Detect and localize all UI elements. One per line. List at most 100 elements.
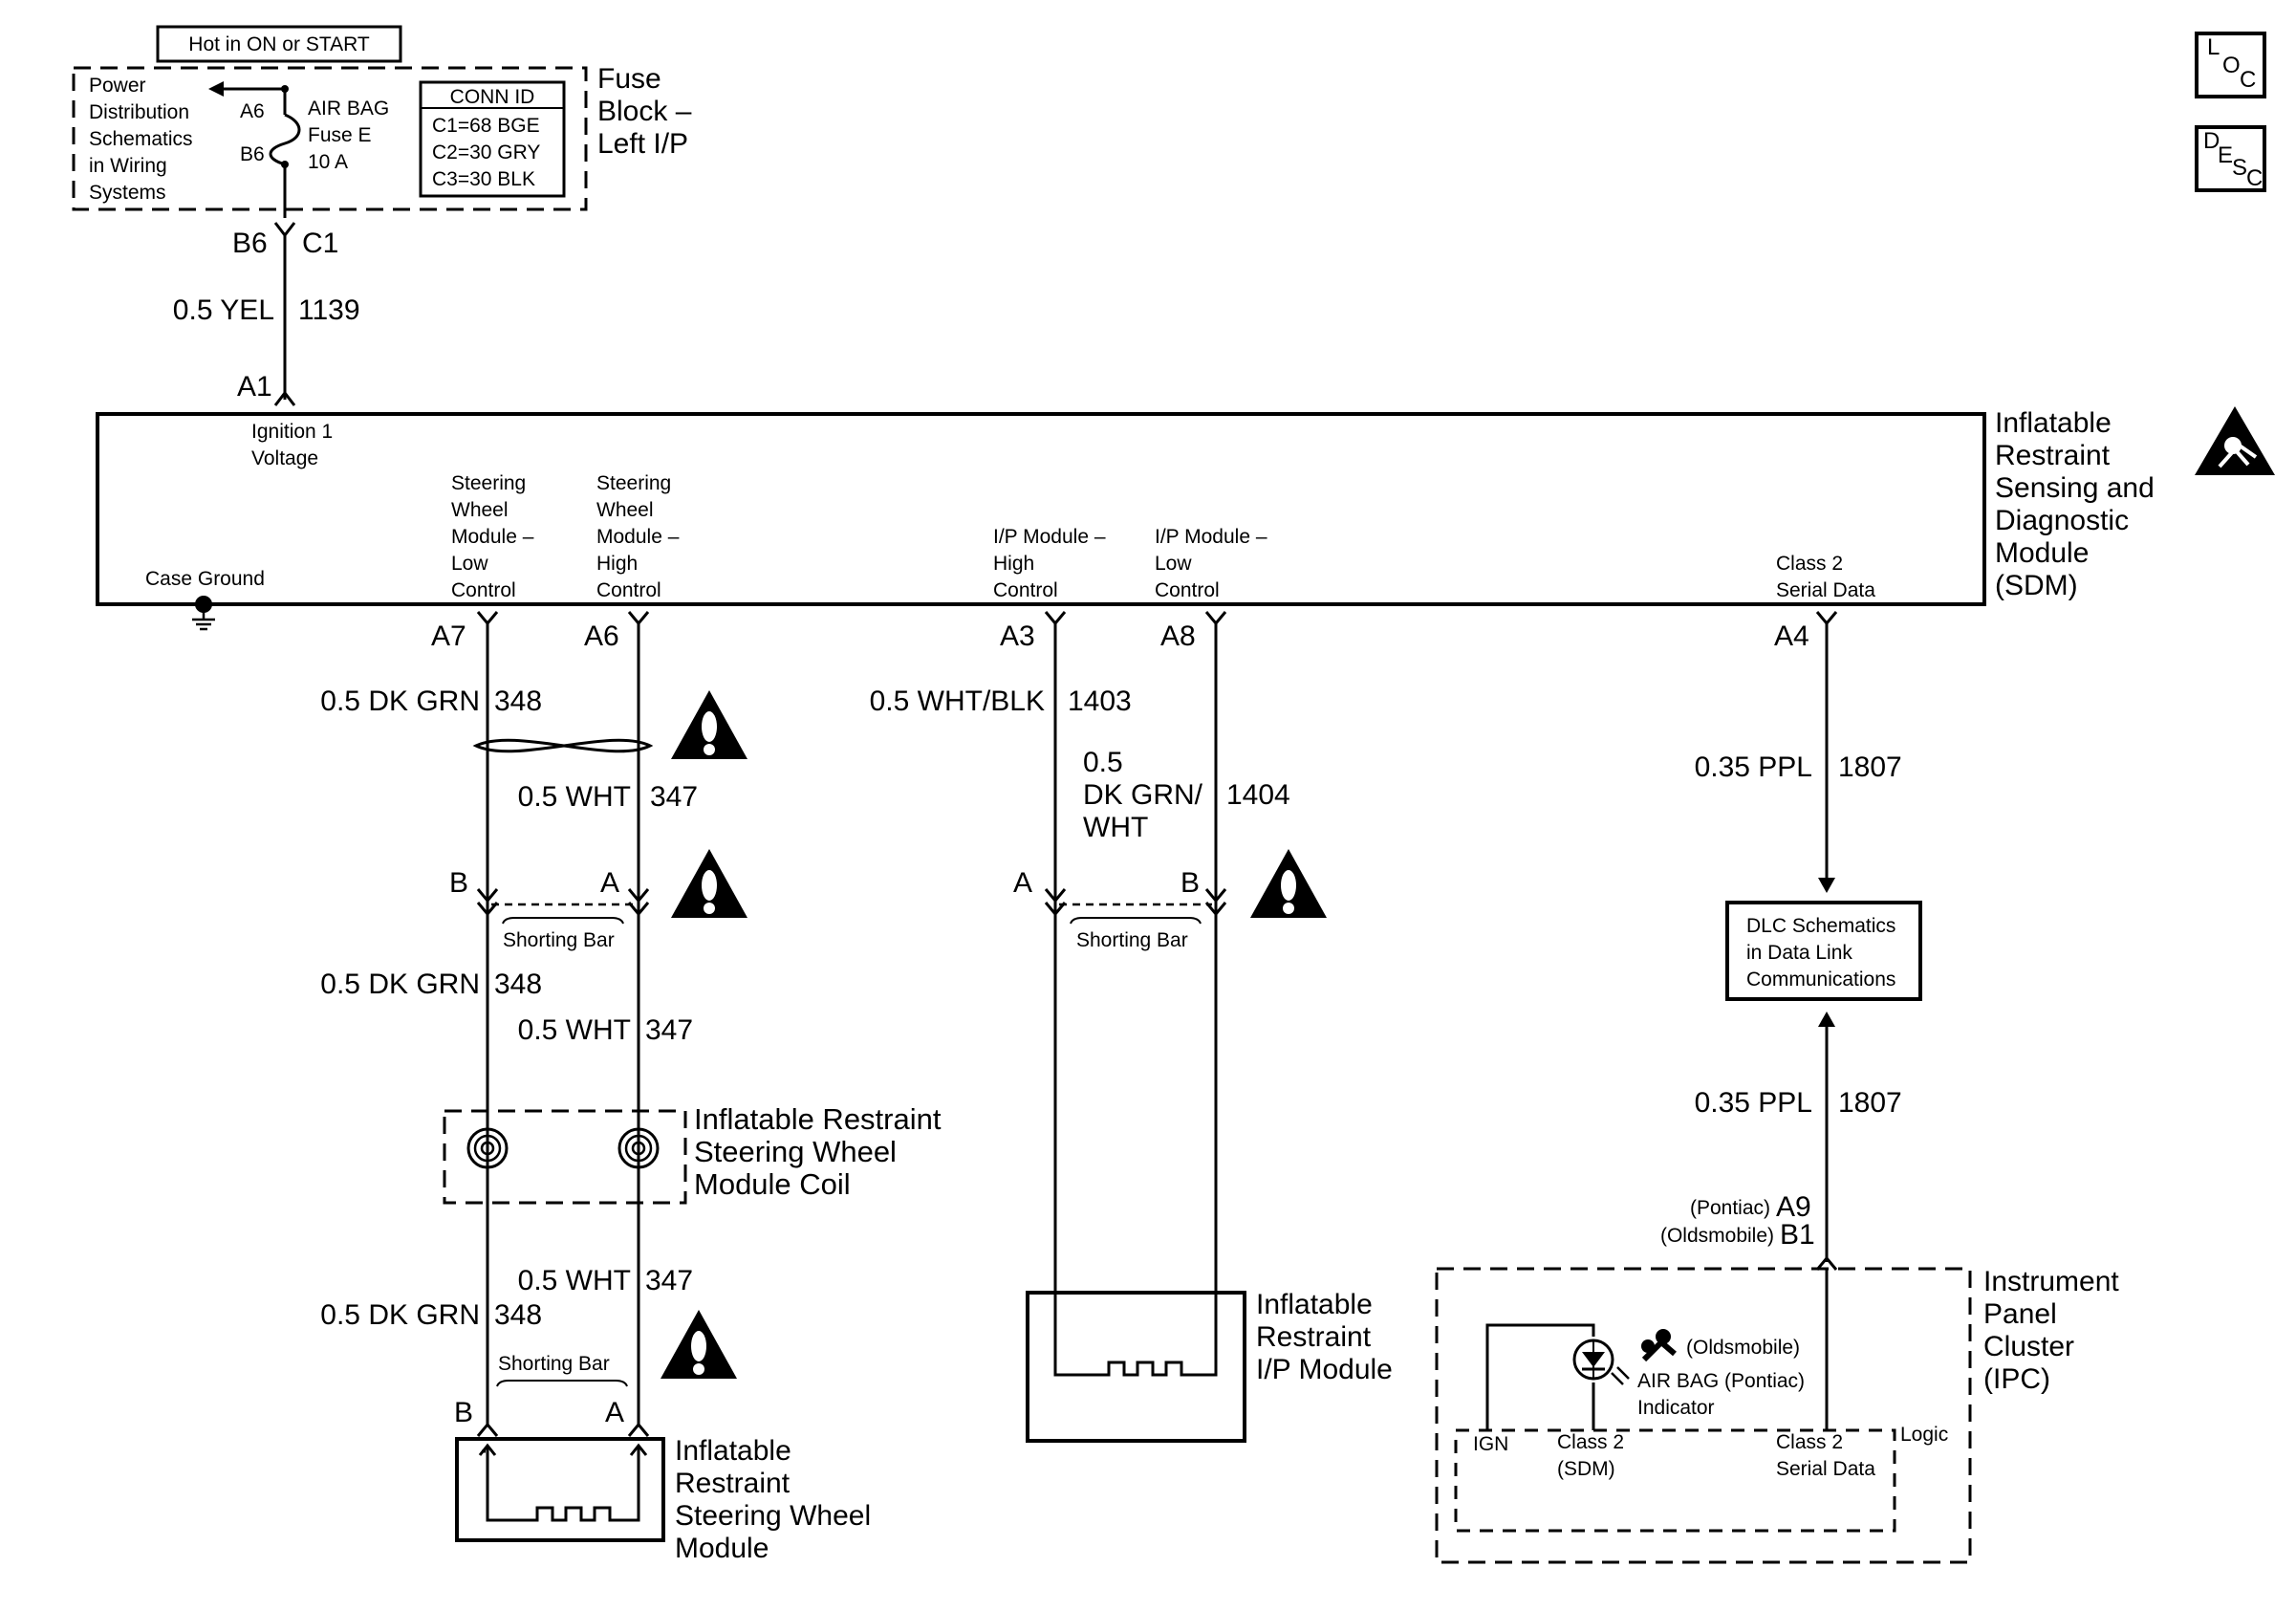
- wire-347-color: 0.5 WHT: [518, 781, 631, 813]
- feed-circuit: B6 C1 0.5 YEL 1139 A1: [173, 222, 360, 406]
- sw-conn-a-lower: [627, 902, 650, 917]
- ip-conn-b-upper: [1204, 888, 1227, 903]
- airbag-hazard-icon: [2195, 406, 2275, 475]
- dlc-box: [1725, 901, 1922, 1001]
- twisted-pair-icon: [472, 738, 654, 753]
- airbag-indicator-led-icon: [1572, 1339, 1630, 1385]
- swm-conn-b: B: [454, 1397, 473, 1428]
- feed-connector-top: [273, 222, 296, 238]
- sdm-ignition-label: Ignition 1 Voltage: [251, 421, 338, 469]
- wire-1403-color: 0.5 WHT/BLK: [870, 686, 1045, 717]
- pin-a3-connector: [1044, 611, 1067, 626]
- ipc-ign-wire: [1485, 1323, 1595, 1430]
- ip-conn-a: A: [1013, 867, 1032, 899]
- pin-a4-connector: [1815, 611, 1838, 626]
- sw-conn-a-upper: [627, 888, 650, 903]
- hot-in-on-start-label: Hot in ON or START: [188, 33, 370, 55]
- warning-icon: [661, 1310, 737, 1379]
- wire-347-color-2: 0.5 WHT: [518, 1014, 631, 1046]
- ip-module-name: Inflatable Restraint I/P Module: [1256, 1289, 1393, 1385]
- wire-348-circuit: 348: [494, 686, 542, 717]
- svg-text:E: E: [2218, 142, 2233, 168]
- wire-1807-circuit-2: 1807: [1838, 1087, 1902, 1119]
- power-arrow-icon: [208, 81, 224, 97]
- shorting-bar-label: Shorting Bar: [503, 929, 615, 951]
- shorting-bar-bracket: [502, 917, 624, 925]
- wire-1404-color: 0.5 DK GRN/ WHT: [1083, 747, 1210, 843]
- wire-1404-circuit: 1404: [1226, 779, 1290, 811]
- sdm-class2-label: Class 2 Serial Data: [1776, 553, 1875, 601]
- squib-icon: [482, 1446, 640, 1522]
- ipc-data-connector: [1815, 1255, 1838, 1271]
- sdm-pin-a4: A4: [1774, 620, 1809, 652]
- warning-icon: [1250, 849, 1327, 918]
- ipc-ign-label: IGN: [1473, 1433, 1508, 1455]
- pontiac-pin-id: A9: [1776, 1191, 1811, 1223]
- warning-icon: [671, 849, 747, 918]
- wire-348-color-2: 0.5 DK GRN: [320, 969, 480, 1000]
- svg-text:S: S: [2232, 155, 2247, 181]
- sdm-sw-low-label: Steering Wheel Module – Low Control: [451, 472, 539, 601]
- wire-348-color: 0.5 DK GRN: [320, 686, 480, 717]
- shorting-bar-bracket-2: [496, 1380, 628, 1387]
- fuse-icon: [269, 113, 301, 166]
- coil-outline: [443, 1109, 687, 1205]
- ipc-logic-box: [1454, 1428, 1896, 1533]
- wire-348-circuit-2: 348: [494, 969, 542, 1000]
- shorting-bar-label-2: Shorting Bar: [498, 1353, 610, 1375]
- ip-conn-b: B: [1180, 867, 1200, 899]
- ipc-olds-label: (Oldsmobile): [1686, 1337, 1800, 1359]
- fuse-pin-a6: A6: [240, 100, 265, 122]
- arrow-down-icon: [1818, 878, 1835, 893]
- feed-circuit-number: 1139: [298, 294, 360, 326]
- swm-conn-a: [627, 1422, 650, 1437]
- data-circuit: 0.35 PPL 1807 DLC Schematics in Data Lin…: [1660, 623, 1922, 1271]
- desc-icon[interactable]: D E S C: [2195, 125, 2266, 192]
- ipc-module: Instrument Panel Cluster (IPC) Logic IGN…: [1435, 1266, 2127, 1564]
- coil-name: Inflatable Restraint Steering Wheel Modu…: [694, 1102, 949, 1201]
- ip-module-box: [1026, 1291, 1246, 1443]
- wire-347-circuit-3: 347: [645, 1265, 693, 1296]
- svg-text:O: O: [2222, 53, 2241, 78]
- ip-conn-a-lower: [1044, 902, 1067, 917]
- ip-shorting-bar-bracket: [1070, 917, 1202, 925]
- loc-icon[interactable]: L O C: [2195, 32, 2266, 98]
- sdm-outline: [96, 412, 1986, 606]
- power-distribution-label: Power Distribution Schematics in Wiring …: [89, 75, 198, 204]
- pin-a7-connector: [476, 611, 499, 626]
- pontiac-pin-note: (Pontiac): [1690, 1197, 1770, 1219]
- feed-pin-b6: B6: [232, 228, 268, 259]
- sdm-case-ground-label: Case Ground: [145, 568, 265, 590]
- svg-text:C: C: [2240, 67, 2256, 93]
- wire-1807-color: 0.35 PPL: [1695, 751, 1812, 783]
- sdm-pin-a3: A3: [1000, 620, 1035, 652]
- ipc-class2-sdm-label: Class 2 (SDM): [1557, 1431, 1630, 1480]
- sw-conn-b-lower: [476, 902, 499, 917]
- dlc-label: DLC Schematics in Data Link Communicatio…: [1746, 915, 1901, 991]
- sdm-module: Ignition 1 Voltage Case Ground Steering …: [96, 406, 2275, 631]
- fuse-pin-b6: B6: [240, 143, 265, 165]
- sw-conn-b: B: [449, 867, 468, 899]
- wire-1807-color-2: 0.35 PPL: [1695, 1087, 1812, 1119]
- hot-in-on-start-box: [156, 25, 402, 63]
- sw-conn-a: A: [600, 867, 619, 899]
- airbag-person-icon: [1641, 1329, 1677, 1362]
- wire-347-circuit: 347: [650, 781, 698, 813]
- svg-text:L: L: [2207, 34, 2220, 60]
- case-ground-node: [195, 596, 212, 613]
- sdm-ip-high-label: I/P Module – High Control: [993, 526, 1111, 601]
- steering-circuit: 0.5 DK GRN 348 0.5 WHT 347 B A Shorting …: [320, 623, 949, 1564]
- ipc-indicator-label: AIR BAG (Pontiac) Indicator: [1637, 1370, 1810, 1419]
- svg-text:C: C: [2246, 165, 2263, 191]
- wire-348-circuit-3: 348: [494, 1299, 542, 1331]
- wire-1807-circuit: 1807: [1838, 751, 1902, 783]
- conn-id-list: C1=68 BGE C2=30 GRY C3=30 BLK: [432, 115, 546, 190]
- ip-shorting-bar-label: Shorting Bar: [1076, 929, 1188, 951]
- sdm-sw-high-label: Steering Wheel Module – High Control: [596, 472, 684, 601]
- sdm-pin-a6: A6: [584, 620, 619, 652]
- conn-id-box: [419, 80, 566, 198]
- ipc-class2-serial-label: Class 2 Serial Data: [1776, 1431, 1875, 1480]
- arrow-up-icon: [1818, 1012, 1835, 1027]
- ipc-name: Instrument Panel Cluster (IPC): [1983, 1266, 2127, 1395]
